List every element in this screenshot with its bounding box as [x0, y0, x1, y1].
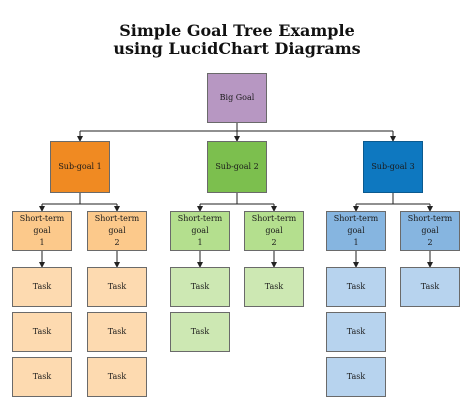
short-term-goal-label: Short-term goal — [19, 214, 65, 235]
task-1-1-1[interactable]: Task — [12, 267, 72, 307]
task-2-1-1[interactable]: Task — [170, 267, 230, 307]
big-goal-label: Big Goal — [219, 93, 255, 102]
short-term-goal-1-1[interactable]: Short-term goal 1 — [12, 211, 72, 251]
subgoal-3-node[interactable]: Sub-goal 3 — [363, 141, 423, 193]
subgoal-2-node[interactable]: Sub-goal 2 — [207, 141, 267, 193]
task-label: Task — [420, 282, 440, 291]
big-goal-node[interactable]: Big Goal — [207, 73, 267, 123]
task-1-1-2[interactable]: Task — [12, 312, 72, 352]
task-label: Task — [107, 372, 127, 381]
task-3-1-1[interactable]: Task — [326, 267, 386, 307]
short-term-goal-label: Short-term goal — [333, 214, 379, 235]
short-term-goal-number: 2 — [271, 238, 277, 247]
short-term-goal-label: Short-term goal — [407, 214, 453, 235]
task-3-1-2[interactable]: Task — [326, 312, 386, 352]
short-term-goal-number: 1 — [353, 238, 359, 247]
task-3-2-1[interactable]: Task — [400, 267, 460, 307]
task-label: Task — [190, 327, 210, 336]
task-label: Task — [32, 372, 52, 381]
task-label: Task — [346, 282, 366, 291]
short-term-goal-number: 2 — [427, 238, 433, 247]
task-label: Task — [107, 327, 127, 336]
short-term-goal-label: Short-term goal — [251, 214, 297, 235]
short-term-goal-label: Short-term goal — [94, 214, 140, 235]
task-2-1-2[interactable]: Task — [170, 312, 230, 352]
task-label: Task — [346, 372, 366, 381]
short-term-goal-3-2[interactable]: Short-term goal 2 — [400, 211, 460, 251]
subgoal-2-label: Sub-goal 2 — [215, 162, 259, 171]
subgoal-1-node[interactable]: Sub-goal 1 — [50, 141, 110, 193]
subgoal-1-label: Sub-goal 1 — [58, 162, 102, 171]
short-term-goal-label: Short-term goal — [177, 214, 223, 235]
short-term-goal-number: 1 — [39, 238, 45, 247]
short-term-goal-2-1[interactable]: Short-term goal 1 — [170, 211, 230, 251]
short-term-goal-number: 2 — [114, 238, 120, 247]
short-term-goal-number: 1 — [197, 238, 203, 247]
short-term-goal-1-2[interactable]: Short-term goal 2 — [87, 211, 147, 251]
task-label: Task — [107, 282, 127, 291]
diagram-title-line-1: Simple Goal Tree Example — [119, 21, 355, 40]
task-label: Task — [264, 282, 284, 291]
diagram-title-line-2: using LucidChart Diagrams — [113, 39, 361, 58]
short-term-goal-3-1[interactable]: Short-term goal 1 — [326, 211, 386, 251]
task-1-1-3[interactable]: Task — [12, 357, 72, 397]
task-label: Task — [190, 282, 210, 291]
short-term-goal-2-2[interactable]: Short-term goal 2 — [244, 211, 304, 251]
task-2-2-1[interactable]: Task — [244, 267, 304, 307]
subgoal-3-label: Sub-goal 3 — [371, 162, 415, 171]
task-label: Task — [346, 327, 366, 336]
task-1-2-1[interactable]: Task — [87, 267, 147, 307]
task-label: Task — [32, 327, 52, 336]
task-1-2-3[interactable]: Task — [87, 357, 147, 397]
task-3-1-3[interactable]: Task — [326, 357, 386, 397]
task-label: Task — [32, 282, 52, 291]
task-1-2-2[interactable]: Task — [87, 312, 147, 352]
